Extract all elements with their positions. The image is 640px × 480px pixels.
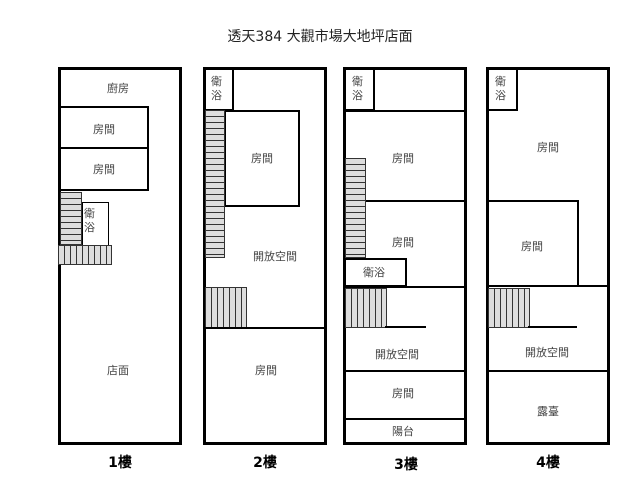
room-label: 衛浴 bbox=[495, 75, 506, 102]
room-label: 開放空間 bbox=[253, 250, 297, 263]
room-label: 店面 bbox=[107, 364, 129, 377]
staircase bbox=[58, 245, 112, 265]
room-label: 房間 bbox=[392, 152, 414, 165]
bathroom-box bbox=[486, 67, 518, 111]
room-label: 房間 bbox=[521, 240, 543, 253]
floor-2-outline bbox=[203, 67, 327, 445]
staircase bbox=[60, 192, 82, 245]
plan-title: 透天384 大觀市場大地坪店面 bbox=[227, 29, 413, 45]
room-label: 房間 bbox=[392, 236, 414, 249]
room-box bbox=[224, 110, 300, 207]
room-label: 房間 bbox=[255, 364, 277, 377]
wall bbox=[528, 326, 577, 328]
room-label: 陽台 bbox=[392, 425, 414, 438]
wall bbox=[343, 110, 467, 112]
room-label: 開放空間 bbox=[375, 348, 419, 361]
floor-caption: 1樓 bbox=[108, 455, 132, 471]
wall bbox=[486, 370, 610, 372]
room-label: 衛浴 bbox=[352, 75, 363, 102]
room-label: 房間 bbox=[392, 387, 414, 400]
wall bbox=[365, 200, 467, 202]
staircase bbox=[205, 110, 225, 258]
wall bbox=[577, 285, 610, 287]
room-label: 衛浴 bbox=[84, 207, 95, 234]
wall bbox=[385, 326, 426, 328]
room-label: 房間 bbox=[251, 152, 273, 165]
floor-caption: 3樓 bbox=[394, 457, 418, 473]
floor-caption: 4樓 bbox=[536, 455, 560, 471]
room-label: 房間 bbox=[93, 123, 115, 136]
room-label: 衛浴 bbox=[211, 75, 222, 102]
room-label: 開放空間 bbox=[525, 346, 569, 359]
room-box bbox=[486, 200, 579, 287]
wall bbox=[343, 418, 467, 420]
staircase bbox=[345, 288, 387, 328]
room-label: 廚房 bbox=[107, 82, 129, 95]
room-label: 房間 bbox=[93, 163, 115, 176]
staircase bbox=[488, 288, 530, 328]
room-box bbox=[58, 147, 149, 191]
room-label: 露臺 bbox=[537, 405, 559, 418]
room-label: 衛浴 bbox=[363, 266, 385, 279]
wall bbox=[343, 370, 467, 372]
wall bbox=[343, 286, 467, 288]
wall bbox=[203, 327, 327, 329]
staircase bbox=[345, 158, 366, 258]
floor-caption: 2樓 bbox=[253, 455, 277, 471]
room-label: 房間 bbox=[537, 141, 559, 154]
floor-3-outline bbox=[343, 67, 467, 445]
staircase bbox=[205, 287, 247, 328]
